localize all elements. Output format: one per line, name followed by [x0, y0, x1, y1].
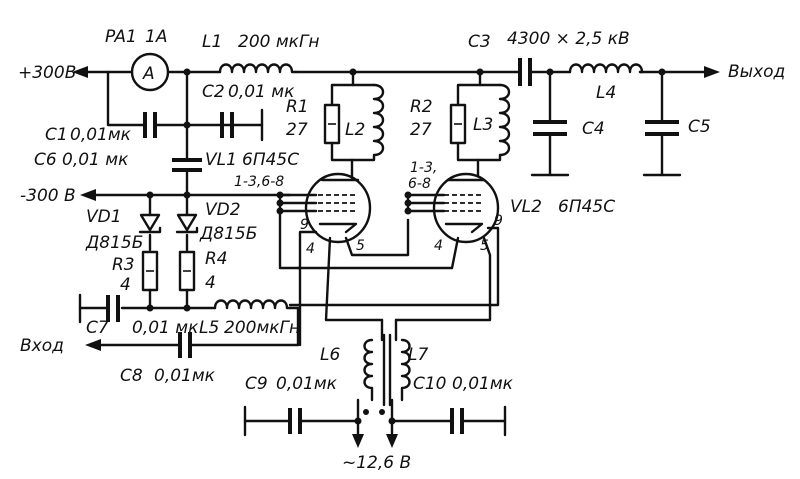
label-r1-value: 27	[286, 120, 308, 140]
label-c6: C6	[34, 150, 57, 170]
label-pins-vl1: 1-3,6-8	[234, 174, 284, 190]
label-pins-vl2-b: 6-8	[408, 176, 431, 192]
label-output: Выход	[728, 62, 785, 82]
ammeter-symbol: A	[142, 64, 155, 84]
capacitor-c8	[178, 332, 192, 358]
capacitor-c4	[530, 120, 570, 177]
resistor-r4	[178, 250, 196, 292]
filament-junctions	[354, 417, 396, 425]
label-c5: C5	[688, 117, 711, 137]
resistor-r1	[323, 103, 341, 145]
inductor-l3	[476, 83, 511, 162]
label-r1: R1	[286, 97, 309, 117]
label-input: Вход	[20, 336, 64, 356]
label-c9-value: 0,01мк	[276, 374, 338, 394]
inductor-l4	[568, 63, 644, 74]
input-wiring	[93, 306, 300, 347]
capacitor-c1	[143, 112, 157, 138]
label-vl2-type: 6П45С	[558, 197, 615, 217]
label-vd2: VD2	[205, 200, 241, 220]
label-vl1: VL1	[205, 150, 237, 170]
label-vl1-type: 6П45С	[242, 150, 299, 170]
zener-vd2	[175, 213, 199, 234]
bias-junctions	[146, 191, 412, 312]
top-rail-wiring	[78, 70, 717, 127]
resistor-r3	[141, 250, 159, 292]
label-l7: L7	[408, 345, 428, 365]
resistor-r2	[449, 103, 467, 145]
label-l2: L2	[345, 120, 365, 140]
label-c8-value: 0,01мк	[154, 366, 216, 386]
label-l5: L5	[199, 318, 219, 338]
label-pa1-rating: 1А	[145, 27, 167, 47]
capacitor-c2	[220, 108, 264, 142]
label-c1: C1	[45, 125, 68, 145]
inductor-l1	[218, 63, 298, 74]
label-l6: L6	[320, 345, 340, 365]
label-c4: C4	[582, 119, 605, 139]
label-c7-value: 0,01 мк	[132, 318, 199, 338]
label-pin5-vl2: 5	[480, 238, 489, 254]
label-l1-value: 200 мкГн	[238, 32, 320, 52]
label-c3: C3	[468, 32, 491, 52]
label-r2: R2	[410, 97, 433, 117]
label-c2: C2	[202, 82, 225, 102]
output-arrow-icon	[704, 66, 720, 78]
capacitor-c6	[172, 123, 202, 197]
inductor-l2	[350, 83, 385, 162]
label-filament: ~12,6 В	[342, 453, 411, 473]
label-r2-value: 27	[410, 120, 432, 140]
label-pa1: PA1	[105, 27, 137, 47]
tube-vl1	[296, 172, 410, 347]
label-pin9-vl1: 9	[300, 217, 309, 233]
label-pin4-vl2: 4	[434, 238, 443, 254]
label-vl2: VL2	[510, 197, 542, 217]
label-c6-value: 0,01 мк	[62, 150, 129, 170]
label-r4-value: 4	[205, 273, 216, 293]
capacitor-c7	[78, 293, 120, 324]
label-r3: R3	[112, 255, 135, 275]
input-arrow-icon	[85, 339, 101, 351]
label-pin4-vl1: 4	[306, 241, 315, 257]
filament-transformer	[352, 318, 411, 448]
label-plus300: +300В	[18, 63, 76, 83]
label-c2-value: 0,01 мк	[228, 82, 295, 102]
label-vd1-type: Д815Б	[85, 233, 143, 253]
label-c7: C7	[86, 318, 109, 338]
label-vd2-type: Д815Б	[199, 224, 257, 244]
label-pins-vl2-a: 1-3,	[410, 160, 437, 176]
label-r3-value: 4	[120, 275, 131, 295]
label-l3: L3	[473, 115, 493, 135]
label-l5-value: 200мкГн	[224, 318, 300, 338]
tube-vl2	[278, 172, 500, 322]
minus300-arrow-icon	[80, 189, 96, 201]
ammeter-pa1: A	[130, 52, 170, 92]
label-c3-value: 4300 × 2,5 кВ	[507, 29, 630, 49]
capacitor-c9	[243, 405, 360, 437]
capacitor-c5	[642, 120, 682, 177]
top-junctions	[183, 68, 666, 129]
plus300-arrow-icon	[72, 66, 88, 78]
label-r4: R4	[205, 249, 228, 269]
zener-vd1	[138, 213, 162, 234]
label-vd1: VD1	[86, 207, 122, 227]
label-l4: L4	[596, 83, 616, 103]
label-c10: C10	[413, 374, 447, 394]
capacitor-c3	[518, 58, 532, 86]
label-pin5-vl1: 5	[356, 238, 365, 254]
label-minus300: -300 В	[20, 186, 76, 206]
label-c10-value: 0,01мк	[452, 374, 514, 394]
label-c1-value: 0,01мк	[70, 125, 132, 145]
inductor-l5	[213, 299, 292, 310]
label-l1: L1	[202, 32, 222, 52]
capacitor-c10	[390, 405, 507, 437]
label-c9: C9	[245, 374, 268, 394]
label-c8: C8	[120, 366, 143, 386]
label-pin9-vl2: 9	[494, 213, 503, 229]
